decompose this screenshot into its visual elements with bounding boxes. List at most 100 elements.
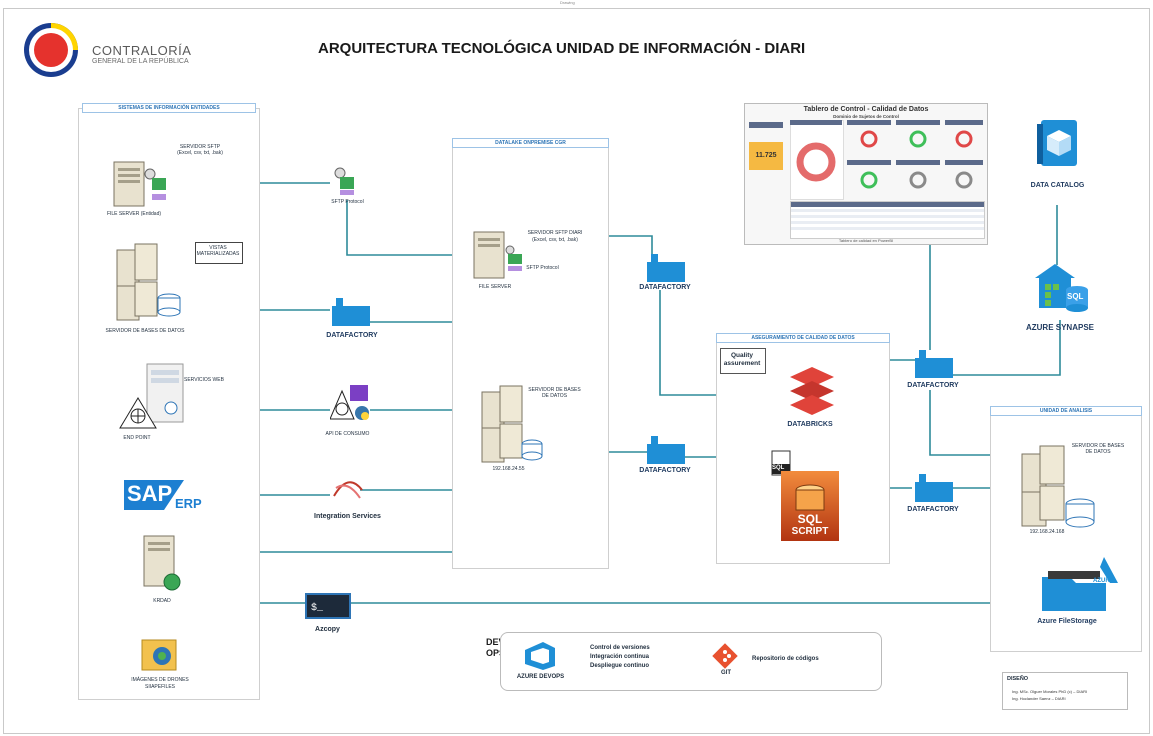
design-line-1: Ing. MSc. Olguer Morales PhD (c) – DIARI [1012, 689, 1088, 694]
sap-erp-logo-icon [124, 480, 184, 510]
file-server-label: FILE SERVER [478, 284, 512, 290]
azure-filestorage-label: Azure FileStorage [1037, 618, 1097, 625]
azure-synapse-icon [1035, 264, 1088, 312]
devops-label-1: DEV [486, 637, 505, 647]
dashboard-caption: Tablero de calidad en PowerBI [838, 238, 894, 243]
dashboard-subtitle: Dominio de Sujetos de Control [833, 114, 899, 119]
datafactory-icon-4 [915, 350, 953, 378]
dashboard-donut-charts [790, 120, 983, 189]
sql-script-label-2: SCRIPT [791, 526, 829, 537]
vistas-box [195, 242, 243, 264]
azcopy-icon[interactable]: $_ [305, 593, 351, 619]
panel-entidades-title: SISTEMAS DE INFORMACIÓN ENTIDADES [82, 103, 256, 113]
panel-datalake-title: DATALAKE ONPREMISE CGR [452, 138, 609, 148]
datafactory-label-5: DATAFACTORY [907, 506, 959, 513]
sql-badge: SQL [772, 465, 785, 471]
azcopy-label: Azcopy [315, 626, 340, 633]
db-server-datalake-icon [481, 385, 543, 463]
databricks-label: DATABRICKS [787, 421, 833, 428]
krdad-label: KRDAD [153, 598, 171, 604]
integration-services-icon [333, 481, 363, 499]
devops-label-2: OPS [486, 648, 506, 658]
git-icon [712, 643, 738, 669]
sql-script-label-1: SQL [797, 512, 823, 526]
dashboard-title: Tablero de Control - Calidad de Datos [803, 106, 929, 113]
git-label: GIT [721, 670, 731, 676]
erp-label: ERP [175, 496, 202, 511]
sql-file-icon [771, 450, 791, 476]
datafactory-icon-3 [647, 436, 685, 464]
dashboard-kpi-card [749, 142, 783, 170]
devops-feature-2: Integración continua [590, 654, 650, 660]
sftp-diari-server-icon [473, 231, 522, 279]
devops-feature-3: Despliegue continuo [590, 663, 650, 669]
data-catalog-icon [1037, 120, 1077, 166]
db-server-analisis-label: SERVIDOR DE BASES DE DATOS [1071, 443, 1125, 455]
sql-script-icon [781, 471, 839, 541]
krdad-server-icon [143, 535, 181, 591]
db-server-entidad-icon [116, 243, 181, 321]
datafactory-label-3: DATAFACTORY [639, 467, 691, 474]
data-catalog-label: DATA CATALOG [1030, 182, 1085, 189]
ip-datalake: 192.168.24.55 [492, 466, 525, 472]
sftp-server-formats: (Excel, csv, txt, .bak) [177, 150, 223, 156]
panel-datalake [452, 142, 609, 569]
integration-services-label: Integration Services [314, 513, 381, 520]
datafactory-icon-1 [332, 298, 370, 326]
drone-images-icon [141, 639, 177, 671]
end-point-icon [119, 397, 157, 429]
quality-label: Quality assurement [723, 352, 761, 367]
page-title: ARQUITECTURA TECNOLÓGICA UNIDAD DE INFOR… [318, 40, 806, 57]
dashboard-table [790, 201, 985, 239]
azure-devops-icon [525, 642, 555, 670]
file-server-entidad-label: FILE SERVER (Entidad) [106, 211, 162, 217]
sap-label: SAP [127, 481, 173, 506]
sql-synapse-label: SQL [1067, 292, 1084, 301]
design-box [1002, 672, 1128, 710]
design-line-2: Ing. Hoclander Saenz – DIARI [1012, 696, 1066, 701]
api-consumo-icon [330, 385, 369, 420]
devops-feature-1: Control de versiones [590, 645, 650, 651]
logo-subtitle: GENERAL DE LA REPÚBLICA [92, 58, 189, 65]
devops-box [500, 632, 882, 691]
datafactory-icon-5 [915, 474, 953, 502]
azure-devops-label: AZURE DEVOPS [516, 674, 565, 680]
sftp-diari-title: SERVIDOR SFTP DIARI [527, 230, 583, 236]
logo-name: CONTRALORÍA [92, 43, 192, 58]
panel-calidad-title: ASEGURAMIENTO DE CALIDAD DE DATOS [716, 333, 890, 343]
sftp-lock-icon [144, 168, 166, 200]
dashboard-filter-header [749, 122, 783, 128]
svg-text:$_: $_ [311, 602, 324, 614]
end-point-label: END POINT [123, 435, 151, 441]
azure-filestorage-icon [1042, 557, 1118, 611]
powerbi-dashboard: Tablero de Control - Calidad de Datos Do… [744, 103, 988, 245]
datafactory-label-2: DATAFACTORY [639, 284, 691, 291]
file-server-entidad-icon [113, 161, 145, 207]
ip-analisis: 192.168.24.168 [1029, 529, 1065, 535]
repo-label: Repositorio de códigos [752, 656, 819, 662]
images-label-2: SIIAPEFILES [144, 684, 175, 690]
sftp-protocol-icon [334, 167, 354, 195]
servicios-web-label: SERVICIOS WEB [184, 377, 224, 383]
quality-box [720, 348, 766, 374]
sftp-diari-protocol: SFTP Protocol [526, 265, 559, 271]
panel-analisis-title: UNIDAD DE ANALISIS [990, 406, 1142, 416]
line-protocol-to-diari [346, 200, 472, 256]
web-server-icon [146, 363, 184, 423]
sftp-protocol-label: SFTP Protocol [331, 199, 364, 205]
datafactory-label-4: DATAFACTORY [907, 382, 959, 389]
sftp-server-title: SERVIDOR SFTP [179, 144, 221, 150]
sftp-diari-formats: (Excel, csv, txt, .bak) [532, 237, 578, 243]
datafactory-label-1: DATAFACTORY [326, 332, 378, 339]
line-datafactory4-to-synapse [935, 320, 1061, 376]
images-label-1: IMÁGENES DE DRONES [131, 677, 189, 683]
vistas-label: VISTAS MATERIALIZADAS [196, 245, 240, 257]
azure-synapse-label: AZURE SYNAPSE [1025, 323, 1094, 332]
databricks-icon [790, 367, 834, 415]
db-server-entidad-label: SERVIDOR DE BASES DE DATOS [105, 328, 185, 334]
azure-badge: AZURE [1093, 578, 1114, 584]
datafactory-icon-2 [647, 254, 685, 282]
contraloria-logo-icon [24, 23, 78, 77]
api-consumo-label: API DE CONSUMO [325, 431, 370, 437]
db-server-analisis-icon [1021, 445, 1095, 528]
